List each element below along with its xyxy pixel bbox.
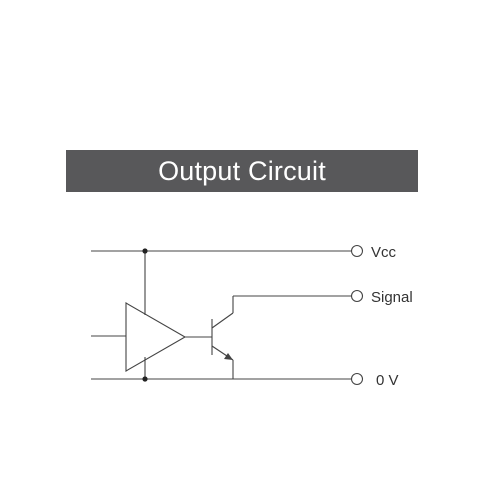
- diagram-title: Output Circuit: [158, 155, 326, 186]
- title-banner: Output Circuit: [66, 150, 418, 192]
- vcc-label: Vcc: [371, 244, 397, 261]
- emitter-arrow: [224, 353, 233, 360]
- signal-terminal: [350, 289, 364, 303]
- ground-label: 0 V: [376, 372, 399, 389]
- transistor-collector: [211, 312, 234, 329]
- vcc-junction-dot: [142, 248, 148, 254]
- signal-label: Signal: [371, 289, 413, 306]
- vcc-terminal: [350, 244, 364, 258]
- ground-junction-dot: [142, 376, 148, 382]
- amplifier-triangle: [125, 302, 187, 372]
- ground-terminal: [350, 372, 364, 386]
